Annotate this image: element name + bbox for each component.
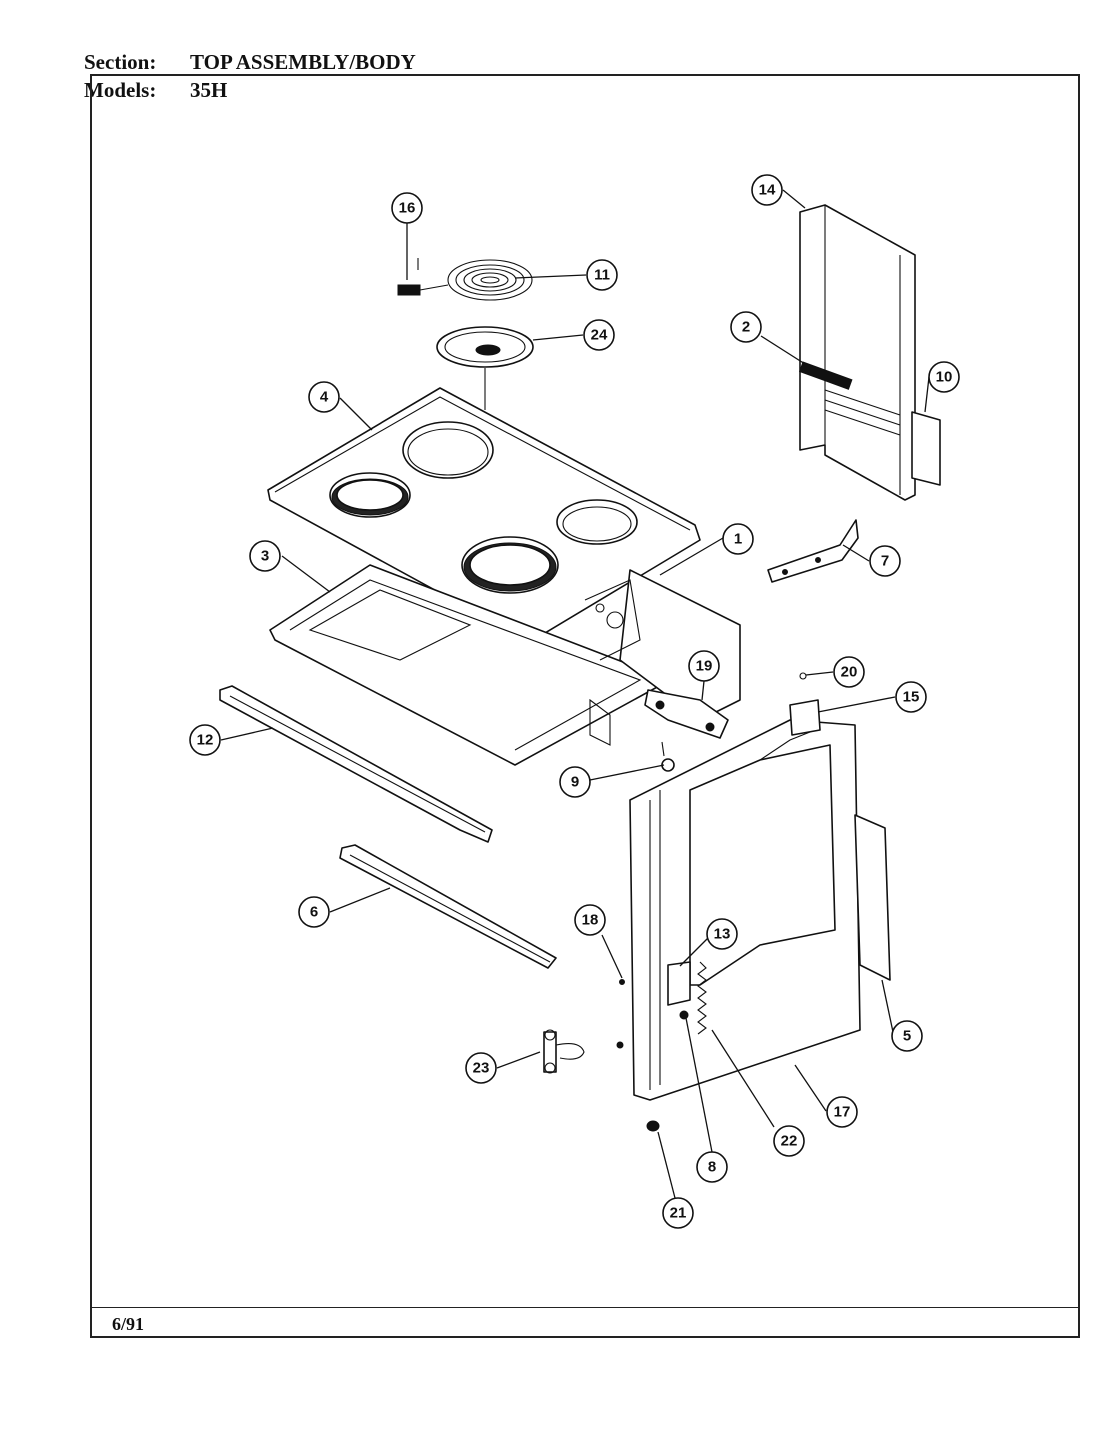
mounting-bracket <box>767 519 859 583</box>
rear-panel <box>799 204 916 501</box>
svg-text:20: 20 <box>841 664 858 681</box>
svg-text:4: 4 <box>320 389 329 406</box>
svg-text:17: 17 <box>834 1104 851 1121</box>
callout-7: 7 <box>869 545 901 577</box>
callout-24: 24 <box>583 319 615 351</box>
svg-text:24: 24 <box>591 327 608 344</box>
callout-20: 20 <box>833 656 865 688</box>
cooktop <box>267 387 701 643</box>
svg-text:10: 10 <box>936 369 953 386</box>
terminal-block <box>798 361 853 390</box>
callout-2: 2 <box>730 311 762 343</box>
callout-6: 6 <box>298 896 330 928</box>
callout-4: 4 <box>308 381 340 413</box>
callout-21: 21 <box>662 1197 694 1229</box>
svg-text:23: 23 <box>473 1060 490 1077</box>
callout-14: 14 <box>751 174 783 206</box>
fastener-small <box>616 979 625 1049</box>
section-title: TOP ASSEMBLY/BODY <box>190 50 416 74</box>
latch-assembly <box>543 1029 585 1074</box>
side-body-panel <box>629 719 861 1101</box>
lower-rail <box>339 844 557 969</box>
callout-13: 13 <box>706 918 738 950</box>
svg-text:6: 6 <box>310 904 318 921</box>
callout-15: 15 <box>895 681 927 713</box>
callout-18: 18 <box>574 904 606 936</box>
bracket <box>644 689 729 739</box>
footer-date: 6/91 <box>112 1314 145 1334</box>
svg-text:5: 5 <box>903 1028 911 1045</box>
section-label: Section: <box>84 50 157 74</box>
svg-text:11: 11 <box>594 267 610 284</box>
screw-clip <box>661 741 675 772</box>
callout-11: 11 <box>586 259 618 291</box>
svg-text:22: 22 <box>781 1133 798 1150</box>
top-housing <box>269 564 741 766</box>
corner-bracket <box>789 699 821 736</box>
callout-8: 8 <box>696 1151 728 1183</box>
side-trim <box>854 814 891 981</box>
drip-bowl <box>436 326 534 410</box>
svg-text:12: 12 <box>197 732 214 749</box>
callout-12: 12 <box>189 724 221 756</box>
front-rail <box>219 685 493 843</box>
leader-lines <box>220 189 930 1199</box>
callout-22: 22 <box>773 1125 805 1157</box>
callout-1: 1 <box>722 523 754 555</box>
footer-divider <box>90 1307 1080 1308</box>
spring <box>697 961 707 1035</box>
diagram-frame <box>90 74 1080 1338</box>
surface-element-coil <box>397 258 533 301</box>
leveling-leg <box>646 1120 660 1132</box>
svg-text:9: 9 <box>571 774 579 791</box>
svg-text:1: 1 <box>734 531 742 548</box>
svg-text:19: 19 <box>696 658 713 675</box>
svg-text:8: 8 <box>708 1159 716 1176</box>
callout-16: 16 <box>391 192 423 224</box>
callout-19: 19 <box>688 650 720 682</box>
callout-9: 9 <box>559 766 591 798</box>
callout-10: 10 <box>928 361 960 393</box>
svg-text:15: 15 <box>903 689 920 706</box>
svg-text:7: 7 <box>881 553 889 570</box>
callout-23: 23 <box>465 1052 497 1084</box>
svg-text:16: 16 <box>399 200 416 217</box>
callout-5: 5 <box>891 1020 923 1052</box>
callout-3: 3 <box>249 540 281 572</box>
callout-17: 17 <box>826 1096 858 1128</box>
svg-text:3: 3 <box>261 548 269 565</box>
svg-text:14: 14 <box>759 182 776 199</box>
svg-text:18: 18 <box>582 912 599 929</box>
models-value: 35H <box>190 78 228 102</box>
models-label: Models: <box>84 78 157 102</box>
screw-20 <box>799 672 807 680</box>
svg-text:21: 21 <box>670 1205 687 1222</box>
svg-text:13: 13 <box>714 926 731 943</box>
svg-text:2: 2 <box>742 319 750 336</box>
side-bracket <box>911 411 941 486</box>
